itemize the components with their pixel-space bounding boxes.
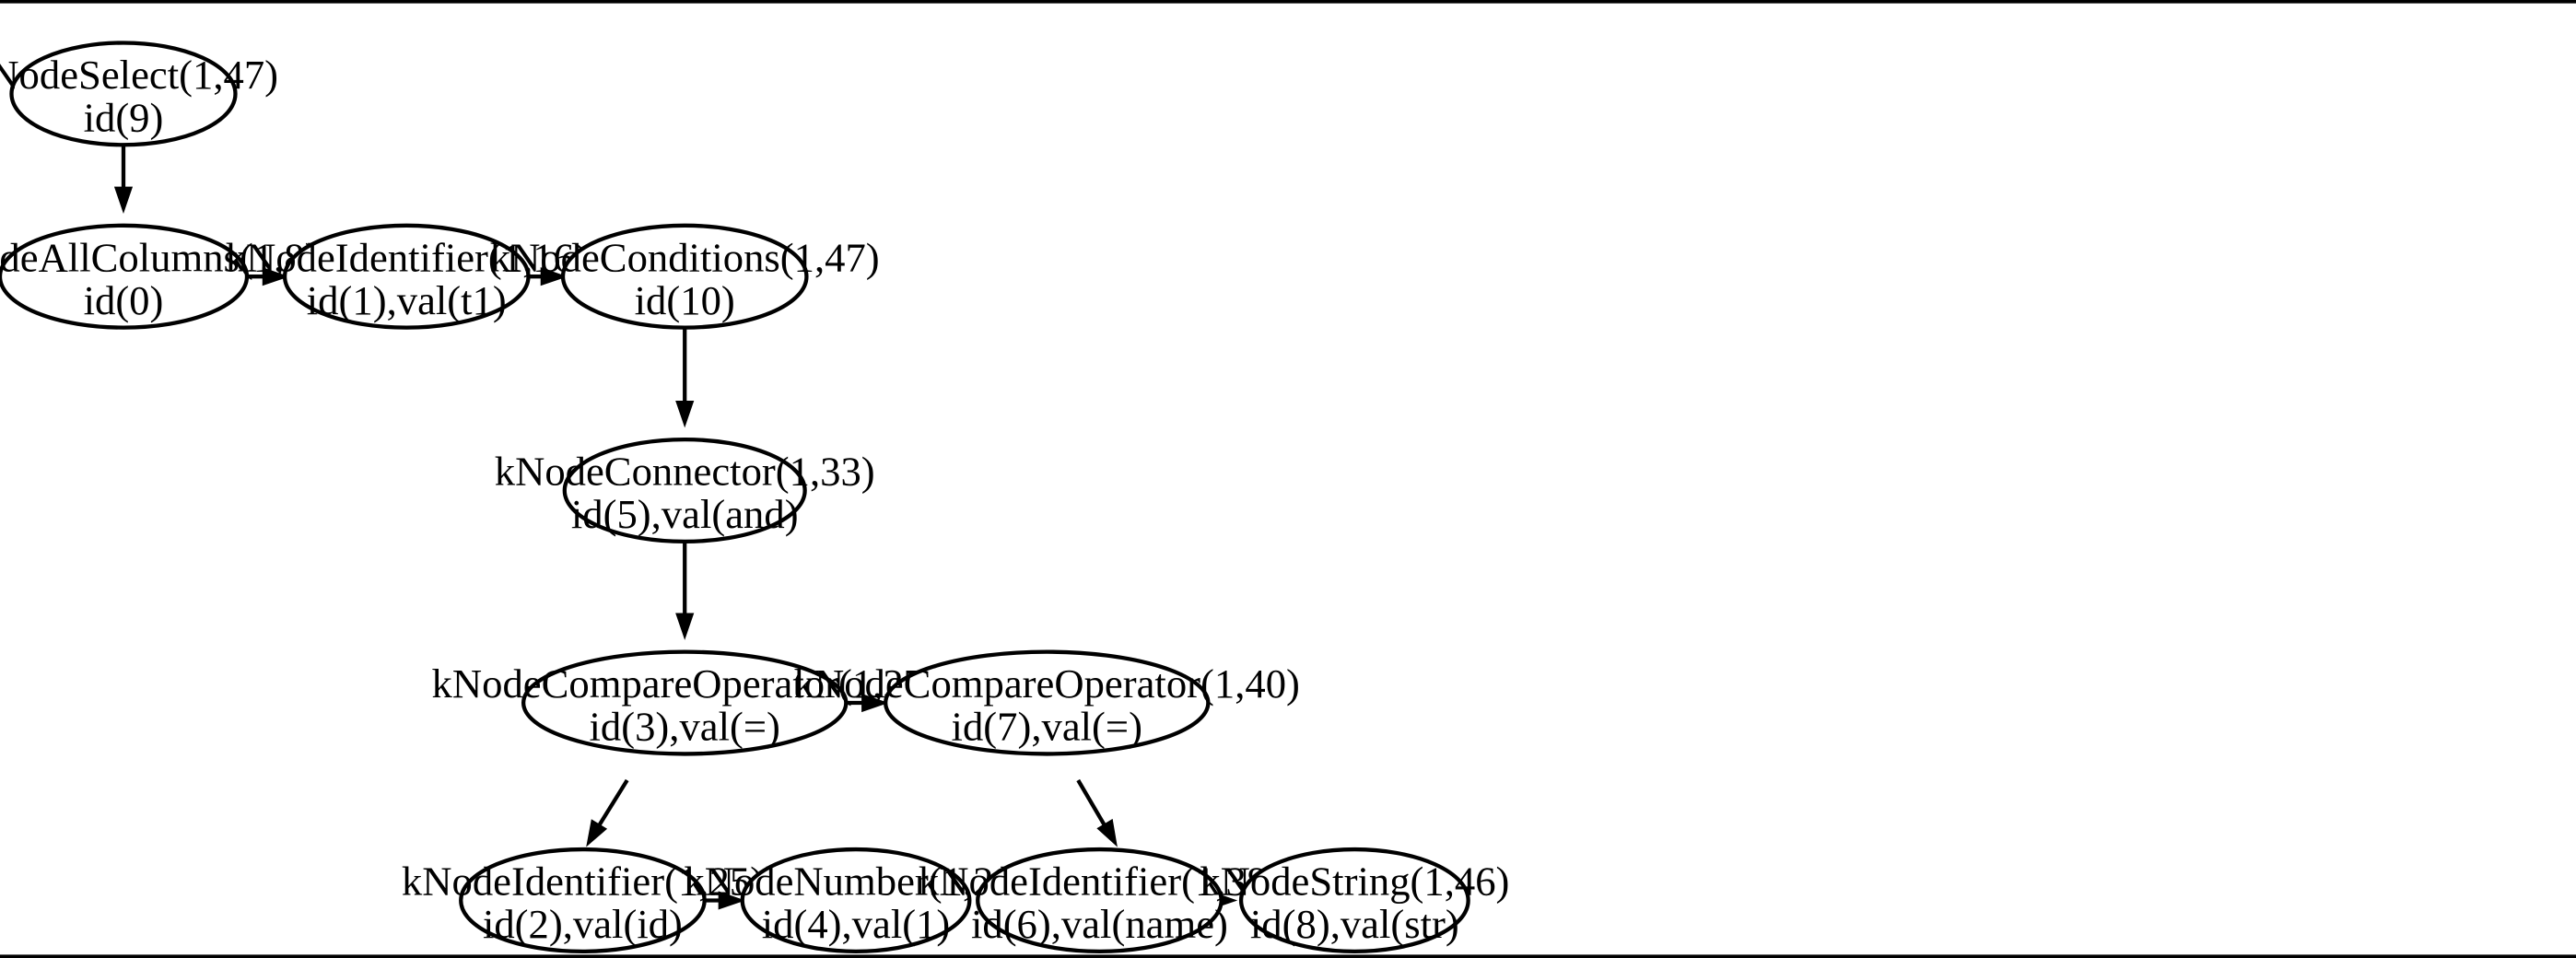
node-label-line1: kNodeIdentifier(1,16) [226, 234, 588, 280]
node-ellipse[interactable] [1238, 847, 1470, 953]
node-kNodeIdentifier-id[interactable]: kNodeIdentifier(1,25) id(2),val(id) [402, 847, 764, 953]
node-ellipse[interactable] [282, 223, 531, 330]
node-label-line2: id(6),val(name) [971, 901, 1228, 947]
node-label-line2: id(10) [635, 277, 735, 323]
node-kNodeSelect[interactable]: kNodeSelect(1,47) id(9) [0, 41, 278, 147]
node-label-line1: kNodeIdentifier(1,38) [919, 859, 1281, 905]
node-label-line1: kNodeCompareOperator(1,40) [794, 660, 1300, 707]
node-label-line1: kNodeCompareOperator(1,27) [432, 660, 938, 707]
node-label-line2: id(1),val(t1) [307, 277, 507, 323]
node-label-line2: id(8),val(str) [1250, 901, 1459, 947]
node-label-line2: id(2),val(id) [483, 901, 683, 947]
edge-compareoperator-7-to-identifier-name [1076, 778, 1118, 847]
node-kNodeConditions[interactable]: kNodeConditions(1,47) id(10) [490, 223, 880, 330]
node-label-line1: kNodeString(1,46) [1200, 859, 1509, 905]
node-ellipse[interactable] [9, 41, 238, 147]
node-kNodeAllColumns[interactable]: kNodeAllColumns(1,8) id(0) [0, 223, 318, 330]
edge-identifier-id-to-number [704, 891, 746, 910]
node-ellipse[interactable] [560, 223, 809, 330]
node-label-line1: kNodeIdentifier(1,25) [402, 859, 764, 905]
node-label-line1: kNodeAllColumns(1,8) [0, 234, 318, 280]
node-label-line2: id(5),val(and) [571, 491, 799, 537]
node-kNodeNumber[interactable]: kNodeNumber(1,29) id(4),val(1) [684, 847, 1028, 953]
node-ellipse[interactable] [0, 223, 250, 330]
node-label-line1: kNodeConnector(1,33) [495, 449, 875, 495]
node-kNodeIdentifier-name[interactable]: kNodeIdentifier(1,38) id(6),val(name) [919, 847, 1281, 953]
node-ellipse[interactable] [884, 649, 1211, 756]
edge-layer [113, 145, 1238, 910]
node-label-line2: id(9) [84, 94, 164, 140]
node-ellipse[interactable] [562, 437, 807, 544]
node-ellipse[interactable] [459, 847, 707, 953]
node-kNodeString[interactable]: kNodeString(1,46) id(8),val(str) [1200, 847, 1509, 953]
edge-compareoperator-3-to-compareoperator-7 [846, 693, 889, 713]
node-label-line1: kNodeSelect(1,47) [0, 52, 278, 98]
edge-select-to-allcolumns [113, 145, 134, 215]
edge-allcolumns-to-identifier-t1 [248, 267, 290, 286]
node-kNodeCompareOperator-3[interactable]: kNodeCompareOperator(1,27) id(3),val(=) [432, 649, 938, 756]
edge-compareoperator-3-to-identifier-id [586, 778, 629, 847]
node-kNodeIdentifier-t1[interactable]: kNodeIdentifier(1,16) id(1),val(t1) [226, 223, 588, 330]
node-label-line1: kNodeConditions(1,47) [490, 234, 880, 280]
node-kNodeCompareOperator-7[interactable]: kNodeCompareOperator(1,40) id(7),val(=) [794, 649, 1300, 756]
node-ellipse[interactable] [521, 649, 849, 756]
node-kNodeConnector[interactable]: kNodeConnector(1,33) id(5),val(and) [495, 437, 875, 544]
node-label-line2: id(4),val(1) [762, 901, 951, 947]
node-label-line2: id(3),val(=) [590, 704, 780, 750]
node-label-line2: id(0) [84, 277, 164, 323]
node-layer: kNodeSelect(1,47) id(9) kNodeAllColumns(… [0, 41, 1509, 953]
node-label-line2: id(7),val(=) [952, 704, 1142, 750]
edge-connector-to-compareoperator-3 [675, 541, 695, 640]
node-label-line1: kNodeNumber(1,29) [684, 859, 1027, 905]
node-ellipse[interactable] [740, 847, 972, 953]
edge-conditions-to-connector [675, 327, 695, 428]
node-ellipse[interactable] [976, 847, 1224, 953]
